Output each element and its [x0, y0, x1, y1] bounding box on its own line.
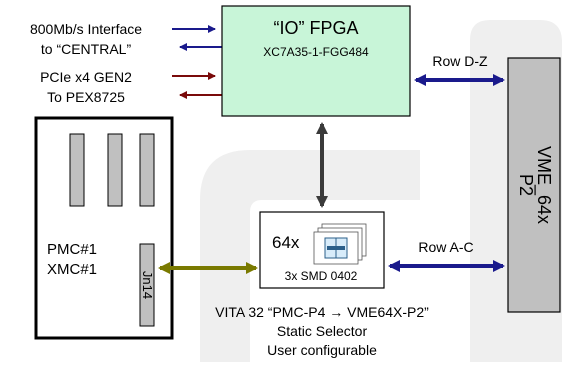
fpga-part: XC7A35-1-FGG484	[263, 45, 369, 59]
smd-resistor-icon	[313, 223, 367, 265]
jn14-label: Jn14	[140, 271, 155, 299]
pmc-connector-2	[107, 133, 123, 207]
jn14-label-group: Jn14	[140, 271, 155, 299]
pmc-label-line1: PMC#1	[47, 241, 97, 258]
caption-line2: Static Selector	[277, 323, 368, 339]
fpga-box	[221, 5, 411, 117]
pcie-label-line1: PCIe x4 GEN2	[40, 69, 132, 85]
fpga-title: “IO” FPGA	[274, 18, 359, 38]
interface-label-line1: 800Mb/s Interface	[30, 21, 142, 37]
vme-label: VME_64x P2	[516, 146, 554, 224]
vme-label-line1: VME_64x	[533, 146, 554, 224]
selector-count: 64x	[272, 233, 300, 252]
jn14-connector	[139, 243, 155, 327]
caption-line3: User configurable	[267, 342, 377, 358]
selector-part: 3x SMD 0402	[285, 269, 358, 283]
row-ac-label: Row A-C	[418, 239, 473, 255]
pmc-connector-1	[69, 133, 85, 207]
pmc-connector-3	[139, 133, 155, 207]
caption-line1: VITA 32 “PMC-P4 → VME64X-P2”	[215, 304, 429, 320]
row-dz-label: Row D-Z	[432, 53, 488, 69]
vme-connector	[507, 57, 561, 313]
pmc-label-line2: XMC#1	[47, 261, 97, 278]
interface-label-line2: to “CENTRAL”	[41, 41, 132, 57]
pcie-label-line2: To PEX8725	[47, 89, 125, 105]
vme-label-line2: P2	[516, 174, 536, 196]
